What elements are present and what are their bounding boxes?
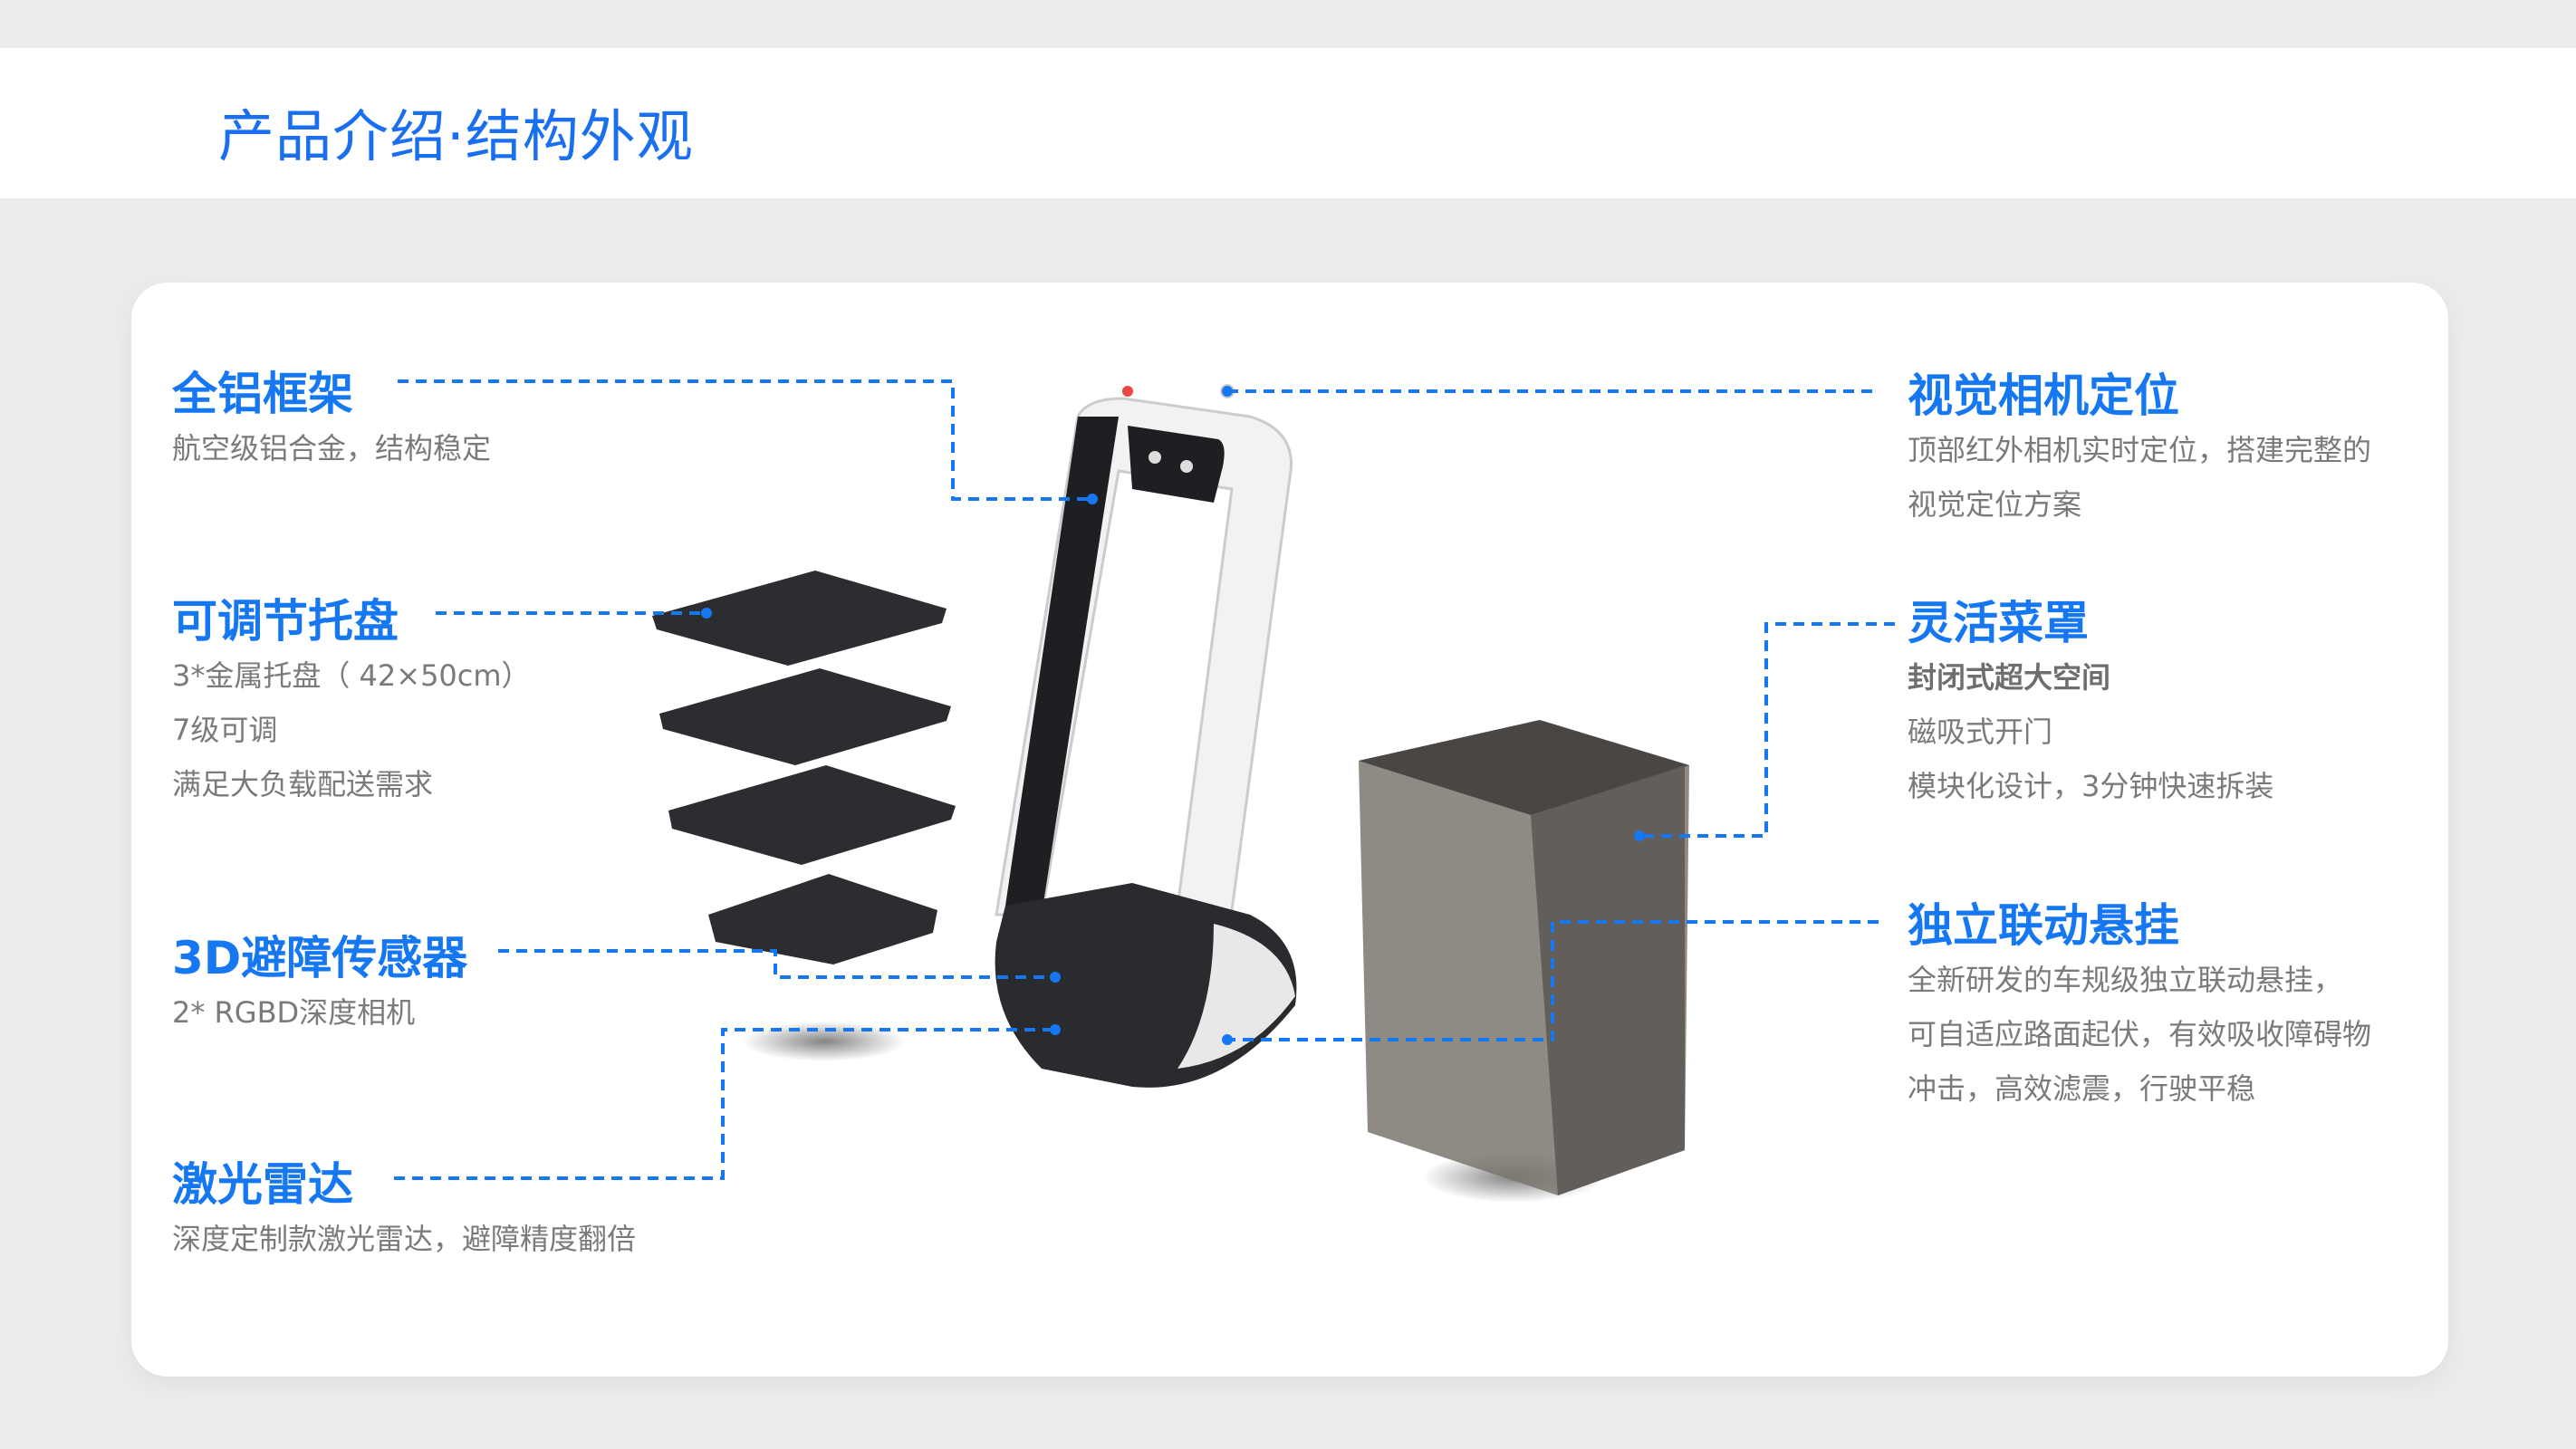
feature-frame: 全铝框架 航空级铝合金，结构稳定 (172, 367, 491, 475)
tray-shadow (743, 1022, 906, 1061)
header-bar (0, 48, 2576, 198)
leader-3d-sensor (498, 949, 1055, 979)
feature-title: 激光雷达 (172, 1158, 353, 1211)
page-title: 产品介绍·结构外观 (218, 103, 694, 169)
feature-tray: 可调节托盘 3*金属托盘（ 42×50cm） 7级可调 满足大负载配送需求 (172, 594, 531, 811)
food-cover (1359, 720, 1689, 1195)
leader-suspension (1227, 920, 1879, 1041)
leader-frame (398, 379, 1092, 501)
feature-suspension: 独立联动悬挂 全新研发的车规级独立联动悬挂， 可自适应路面起伏，有效吸收障碍物 … (1908, 898, 2371, 1116)
feature-title: 视觉相机定位 (1908, 369, 2179, 422)
feature-desc: 2* RGBD深度相机 (172, 995, 416, 1030)
robot-body (995, 384, 1297, 1088)
feature-desc: 航空级铝合金，结构稳定 (172, 431, 492, 465)
feature-desc: 顶部红外相机实时定位，搭建完整的 (1908, 433, 2372, 467)
feature-title: 3D避障传感器 (172, 932, 468, 984)
tray-stack (652, 571, 956, 964)
feature-title: 灵活菜罩 (1908, 597, 2089, 649)
feature-desc: 模块化设计，3分钟快速拆装 (1908, 769, 2274, 803)
feature-desc: 可自适应路面起伏，有效吸收障碍物 (1908, 1017, 2372, 1051)
feature-desc: 深度定制款激光雷达，避障精度翻倍 (172, 1222, 637, 1256)
feature-title: 全铝框架 (172, 368, 353, 420)
leader-cover (1639, 622, 1895, 838)
feature-desc: 满足大负载配送需求 (172, 767, 434, 801)
feature-desc: 磁吸式开门 (1908, 715, 2053, 749)
feature-desc: 全新研发的车规级独立联动悬挂， (1908, 963, 2343, 997)
feature-camera: 视觉相机定位 顶部红外相机实时定位，搭建完整的 视觉定位方案 (1908, 369, 2371, 532)
feature-cover: 灵活菜罩 封闭式超大空间 磁吸式开门 模块化设计，3分钟快速拆装 (1908, 596, 2273, 813)
feature-desc: 视觉定位方案 (1908, 487, 2082, 522)
leader-lidar (394, 1028, 1055, 1180)
feature-subtitle: 封闭式超大空间 (1908, 660, 2111, 695)
feature-3d-sensor: 3D避障传感器 2* RGBD深度相机 (172, 931, 467, 1040)
leader-lines (394, 379, 1895, 1180)
feature-lidar: 激光雷达 深度定制款激光雷达，避障精度翻倍 (172, 1157, 636, 1266)
feature-desc: 冲击，高效滤震，行驶平稳 (1908, 1071, 2256, 1106)
feature-title: 可调节托盘 (172, 595, 399, 648)
feature-desc: 7级可调 (172, 713, 278, 747)
feature-desc: 3*金属托盘（ 42×50cm） (172, 658, 531, 693)
leader-dots (701, 386, 1645, 1045)
feature-title: 独立联动悬挂 (1908, 899, 2179, 952)
